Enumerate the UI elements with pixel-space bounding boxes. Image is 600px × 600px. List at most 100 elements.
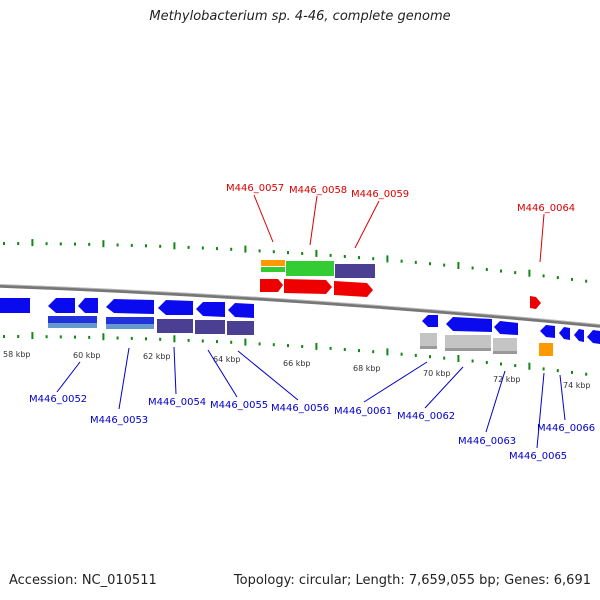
leader-line <box>559 374 566 421</box>
minor-tick <box>443 263 446 267</box>
gene-label-M446_0058[interactable]: M446_0058 <box>289 185 347 196</box>
minor-tick <box>400 259 403 263</box>
cog-bar-orange-2 <box>539 343 553 356</box>
gene-label-M446_0053[interactable]: M446_0053 <box>90 415 148 426</box>
minor-tick <box>329 253 332 257</box>
reverse-gene-labels <box>56 346 566 449</box>
gene-arrow-M446_0061[interactable] <box>422 315 438 327</box>
minor-tick <box>230 340 233 344</box>
leader-line <box>207 349 238 398</box>
gene-arrow-M446_0056[interactable] <box>228 303 254 318</box>
gene-arrow-M446_0065a[interactable] <box>540 325 555 338</box>
cog-bar-purple <box>335 264 375 278</box>
kbp-label: 62 kbp <box>143 352 171 361</box>
gene-label-M446_0057[interactable]: M446_0057 <box>226 183 284 194</box>
minor-tick <box>556 276 559 280</box>
gene-arrow-M446_0058[interactable] <box>284 279 332 294</box>
gene-arrow-M446_0066a[interactable] <box>574 329 584 342</box>
minor-tick <box>201 246 204 250</box>
minor-tick <box>343 348 346 351</box>
gene-arrow-left-1[interactable] <box>0 298 30 313</box>
major-tick <box>244 245 247 253</box>
major-tick <box>244 338 247 346</box>
gene-arrow-M446_0063[interactable] <box>494 321 518 335</box>
minor-tick <box>471 359 474 363</box>
minor-tick <box>145 337 147 341</box>
gene-arrow-M446_0062[interactable] <box>446 317 492 332</box>
gene-arrow-M446_0053[interactable] <box>106 299 154 314</box>
minor-tick <box>17 242 20 245</box>
gene-arrow-M446_0066b[interactable] <box>587 330 600 344</box>
forward-gene-labels <box>253 194 545 263</box>
gene-label-M446_0063[interactable]: M446_0063 <box>458 436 516 447</box>
minor-tick <box>59 242 62 246</box>
leader-line <box>424 366 464 409</box>
gene-arrow-M446_0055[interactable] <box>196 302 225 317</box>
major-tick <box>528 362 531 370</box>
leader-line <box>253 194 274 243</box>
gene-label-M446_0061[interactable]: M446_0061 <box>334 406 392 417</box>
kbp-label: 58 kbp <box>3 350 31 359</box>
minor-tick <box>514 271 517 275</box>
gene-label-M446_0055[interactable]: M446_0055 <box>210 400 268 411</box>
gene-label-M446_0056[interactable]: M446_0056 <box>271 403 329 414</box>
gene-arrow-M446_0054[interactable] <box>158 300 193 315</box>
kbp-label: 70 kbp <box>423 369 451 378</box>
minor-tick <box>400 352 403 356</box>
gene-label-M446_0066[interactable]: M446_0066 <box>537 423 595 434</box>
minor-tick <box>272 343 275 347</box>
leader-line <box>485 370 506 433</box>
gene-arrow-M446_0052[interactable] <box>48 298 75 313</box>
minor-tick <box>201 339 204 343</box>
major-tick <box>31 239 34 247</box>
major-tick <box>457 262 460 269</box>
minor-tick <box>130 243 133 247</box>
gene-arrow-M446_0064[interactable] <box>530 296 541 309</box>
gene-label-M446_0064[interactable]: M446_0064 <box>517 203 575 214</box>
minor-tick <box>130 336 133 340</box>
minor-tick <box>272 250 275 254</box>
cog-bar-grey-3b <box>493 351 517 354</box>
minor-tick <box>230 247 233 251</box>
minor-tick <box>542 274 545 278</box>
minor-tick <box>556 369 559 373</box>
major-tick <box>31 332 34 340</box>
gene-label-M446_0052[interactable]: M446_0052 <box>29 394 87 405</box>
minor-tick <box>414 260 417 264</box>
gene-label-M446_0054[interactable]: M446_0054 <box>148 397 206 408</box>
gene-arrow-M446_0052b[interactable] <box>78 298 98 313</box>
minor-tick <box>45 335 48 339</box>
cog-bar-grey-2 <box>445 335 491 348</box>
leader-line <box>536 372 545 449</box>
gene-arrow-M446_0059[interactable] <box>334 281 373 297</box>
minor-tick <box>471 266 474 270</box>
gene-arrow-M446_0057[interactable] <box>260 279 283 292</box>
major-tick <box>386 255 389 263</box>
minor-tick <box>258 249 261 253</box>
kbp-labels: 58 kbp 60 kbp 62 kbp 64 kbp 66 kbp 68 kb… <box>3 350 591 390</box>
major-tick <box>457 355 460 362</box>
minor-tick <box>159 244 162 248</box>
genome-backbone-highlight <box>0 284 600 325</box>
minor-tick <box>372 350 375 354</box>
minor-tick <box>145 244 147 248</box>
minor-tick <box>287 251 289 255</box>
major-tick <box>315 249 318 257</box>
gene-label-M446_0062[interactable]: M446_0062 <box>397 411 455 422</box>
kbp-label: 66 kbp <box>283 359 311 368</box>
minor-tick <box>59 335 62 339</box>
minor-tick <box>301 345 304 348</box>
minor-tick <box>88 242 91 246</box>
minor-tick <box>542 367 545 371</box>
minor-tick <box>485 361 488 364</box>
major-tick <box>173 335 176 343</box>
minor-tick <box>485 268 488 271</box>
lower-tick-row <box>3 332 588 376</box>
cog-bar-grey-1b <box>420 346 437 349</box>
gene-arrow-M446_0065b[interactable] <box>559 327 570 340</box>
minor-tick <box>116 336 119 340</box>
gene-label-M446_0059[interactable]: M446_0059 <box>351 189 409 200</box>
gene-label-M446_0065[interactable]: M446_0065 <box>509 451 567 462</box>
